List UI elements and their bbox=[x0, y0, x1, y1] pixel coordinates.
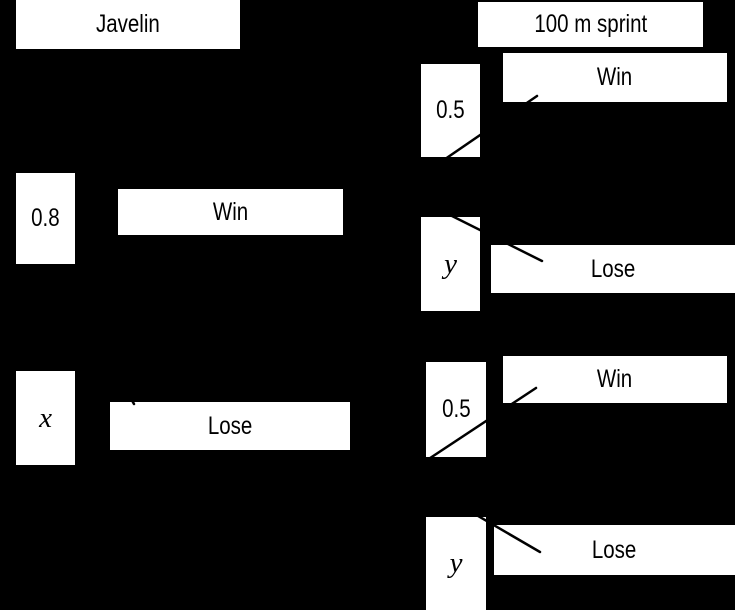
outcome-box-sprint-lose-1: Lose bbox=[491, 245, 735, 293]
outcome-box-sprint-win-2: Win bbox=[503, 356, 727, 403]
probability-box-javelin-win: 0.8 bbox=[16, 173, 75, 264]
outcome-label: Lose bbox=[592, 535, 637, 564]
probability-box-sprint-win-2: 0.5 bbox=[426, 362, 486, 457]
probability-value: 0.5 bbox=[436, 96, 465, 124]
javelin-header-label: Javelin bbox=[96, 10, 160, 38]
javelin-header-box: Javelin bbox=[16, 0, 240, 49]
outcome-label: Win bbox=[597, 63, 633, 91]
outcome-label: Win bbox=[212, 197, 249, 226]
probability-box-sprint-lose-1: y bbox=[421, 217, 480, 311]
outcome-box-sprint-win-1: Win bbox=[503, 53, 727, 102]
probability-box-sprint-win-1: 0.5 bbox=[421, 64, 480, 157]
probability-value: 0.5 bbox=[441, 395, 471, 423]
probability-value: y bbox=[444, 247, 457, 280]
probability-value: 0.8 bbox=[31, 204, 60, 232]
outcome-label: Win bbox=[597, 365, 633, 393]
outcome-box-sprint-lose-2: Lose bbox=[494, 525, 735, 575]
outcome-label: Lose bbox=[590, 254, 636, 283]
probability-box-sprint-lose-2: y bbox=[426, 517, 486, 610]
probability-value: y bbox=[449, 547, 463, 579]
probability-box-javelin-lose: x bbox=[16, 371, 75, 465]
sprint-header-label: 100 m sprint bbox=[534, 10, 647, 38]
probability-value: x bbox=[39, 401, 52, 434]
outcome-box-javelin-win: Win bbox=[118, 189, 343, 235]
outcome-box-javelin-lose: Lose bbox=[110, 402, 350, 450]
sprint-header-box: 100 m sprint bbox=[478, 2, 703, 47]
outcome-label: Lose bbox=[207, 411, 253, 440]
